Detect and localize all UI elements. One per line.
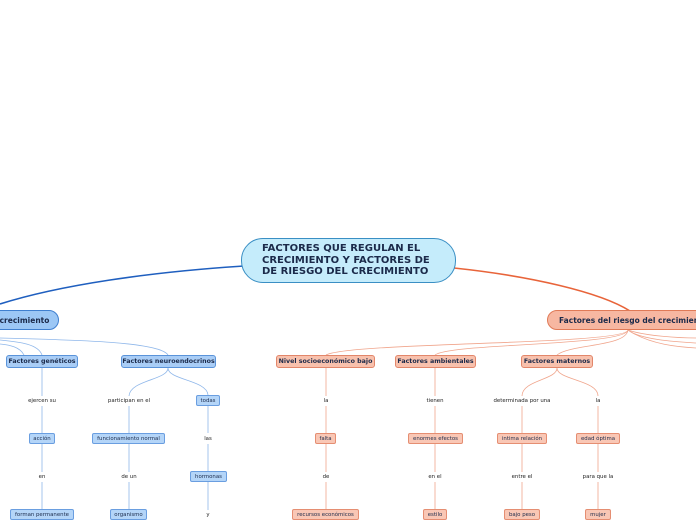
- connector-right-ambientales: [434, 329, 629, 356]
- node-intima-relacion[interactable]: intima relación: [497, 433, 547, 444]
- connector-maternos-a: [521, 367, 558, 397]
- node-recursos-economicos[interactable]: recursos económicos: [292, 509, 359, 520]
- connector-central-right: [453, 267, 631, 312]
- central-topic[interactable]: FACTORES QUE REGULAN EL CRECIMIENTO Y FA…: [241, 238, 456, 283]
- node-la-socio[interactable]: la: [323, 398, 329, 404]
- node-en-el[interactable]: en el: [428, 474, 442, 480]
- neuro-chain-lines: [128, 406, 209, 510]
- node-ejercen-su[interactable]: ejercen su: [28, 398, 56, 404]
- node-factores-geneticos[interactable]: Factores genéticos: [6, 355, 78, 368]
- main-branch-factores-riesgo-label: Factores del riesgo del crecimiento: [559, 315, 696, 325]
- connector-maternos-b: [556, 367, 599, 397]
- main-branch-factores-riesgo[interactable]: Factores del riesgo del crecimiento: [547, 310, 696, 330]
- connector-left-neuro: [0, 337, 169, 356]
- node-funcionamiento-normal[interactable]: funcionamiento normal: [92, 433, 165, 444]
- connector-right-offscreen-2: [627, 329, 696, 339]
- node-para-que-la[interactable]: para que la: [582, 474, 614, 480]
- connector-neuro-b: [167, 367, 209, 396]
- node-falta[interactable]: falta: [315, 433, 336, 444]
- connector-left-extra: [0, 343, 25, 356]
- central-topic-text: FACTORES QUE REGULAN EL CRECIMIENTO Y FA…: [262, 243, 430, 278]
- connector-central-left: [0, 265, 245, 305]
- node-nivel-socioeconomico-bajo[interactable]: Nivel socioeconómico bajo: [276, 355, 375, 368]
- connector-neuro-a: [128, 367, 169, 397]
- connector-left-geneticos: [0, 339, 43, 356]
- connector-right-offscreen-3: [627, 329, 696, 349]
- node-determinada-por-una[interactable]: determinada por una: [493, 398, 551, 404]
- node-de-un[interactable]: de un: [121, 474, 137, 480]
- node-mujer[interactable]: mujer: [585, 509, 611, 520]
- node-factores-neuroendocrinos[interactable]: Factores neuroendocrinos: [121, 355, 216, 368]
- node-estilo[interactable]: estilo: [423, 509, 447, 520]
- node-participan-en-el[interactable]: participan en el: [107, 398, 151, 404]
- node-accion[interactable]: acción: [29, 433, 55, 444]
- node-entre-el[interactable]: entre el: [511, 474, 533, 480]
- node-factores-maternos[interactable]: Factores maternos: [521, 355, 593, 368]
- node-edad-optima[interactable]: edad óptima: [576, 433, 620, 444]
- connector-right-socio: [325, 329, 629, 356]
- node-de-socio[interactable]: de: [322, 474, 330, 480]
- node-enormes-efectos[interactable]: enormes efectos: [408, 433, 463, 444]
- node-y[interactable]: y: [206, 512, 210, 518]
- node-la-maternos[interactable]: la: [595, 398, 601, 404]
- node-en[interactable]: en: [38, 474, 46, 480]
- node-bajo-peso[interactable]: bajo peso: [504, 509, 540, 520]
- node-factores-ambientales[interactable]: Factores ambientales: [395, 355, 476, 368]
- node-tienen[interactable]: tienen: [426, 398, 444, 404]
- maternos-chain-lines: [521, 406, 599, 509]
- node-todas[interactable]: todas: [196, 395, 220, 406]
- node-las[interactable]: las: [204, 436, 212, 442]
- node-organismo[interactable]: organismo: [110, 509, 147, 520]
- main-branch-crecimiento[interactable]: crecimiento: [0, 310, 59, 330]
- connector-right-maternos: [556, 329, 629, 356]
- node-hormonas[interactable]: hormonas: [190, 471, 227, 482]
- main-branch-crecimiento-label: crecimiento: [0, 315, 50, 325]
- node-forman-permanente[interactable]: forman permanente: [10, 509, 74, 520]
